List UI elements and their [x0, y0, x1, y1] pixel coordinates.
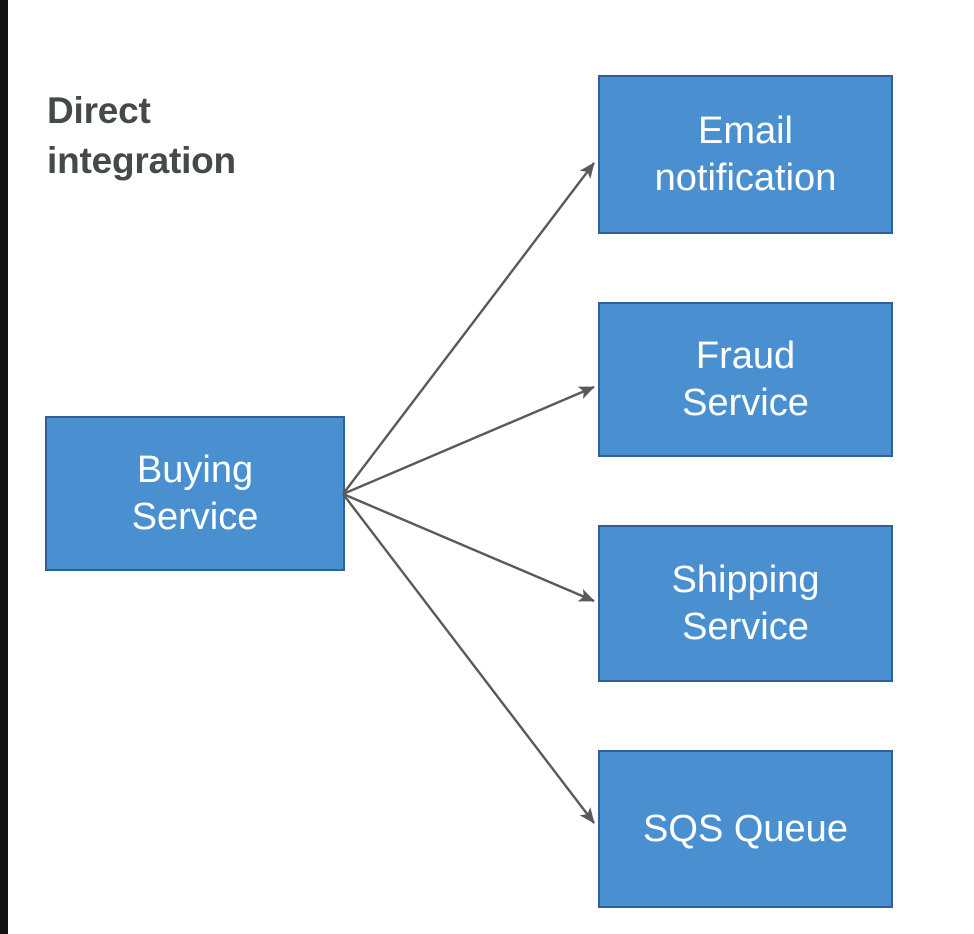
- connector-buying-to-email: [342, 162, 595, 495]
- left-edge-strip: [0, 0, 8, 934]
- node-buying-service[interactable]: Buying Service: [45, 416, 345, 571]
- connector-buying-to-shipping: [342, 492, 595, 603]
- node-fraud-service-label: Fraud Service: [682, 335, 809, 424]
- node-shipping-service-label: Shipping Service: [671, 559, 820, 648]
- node-email-notification-label: Email notification: [654, 110, 837, 199]
- connector-buying-to-sqs: [342, 493, 595, 824]
- node-fraud-service[interactable]: Fraud Service: [598, 302, 893, 457]
- node-email-notification[interactable]: Email notification: [598, 75, 893, 234]
- page-title: Direct integration: [47, 90, 236, 181]
- node-shipping-service[interactable]: Shipping Service: [598, 525, 893, 682]
- node-buying-service-label: Buying Service: [131, 449, 259, 538]
- connector-buying-to-fraud: [342, 385, 595, 496]
- node-sqs-queue-label: SQS Queue: [643, 807, 848, 850]
- node-sqs-queue[interactable]: SQS Queue: [598, 750, 893, 908]
